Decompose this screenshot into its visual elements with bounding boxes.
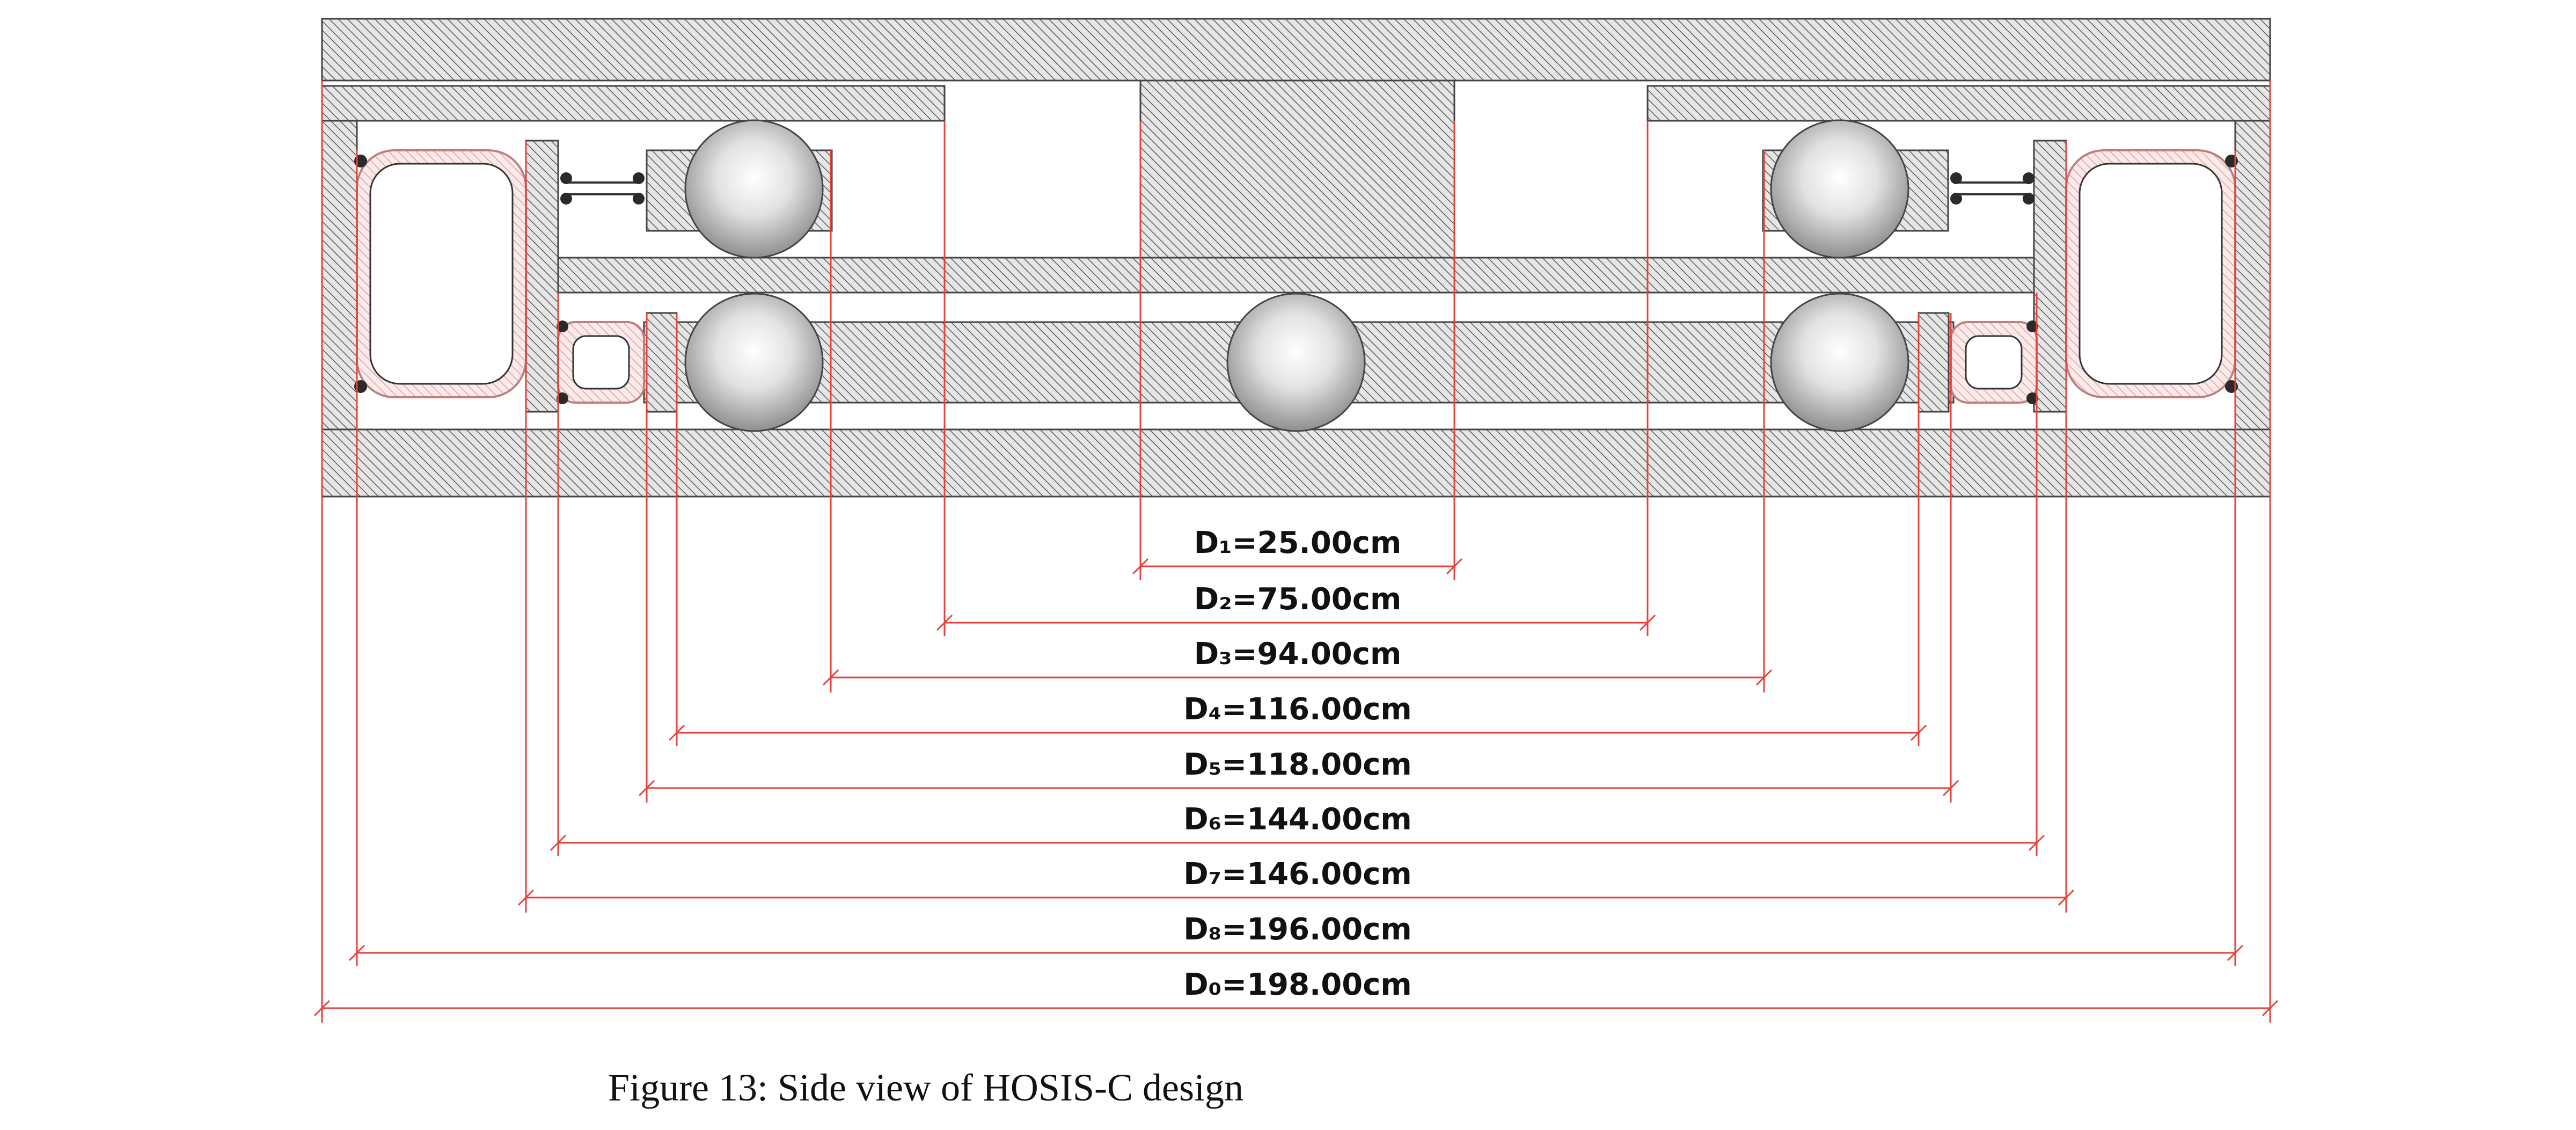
gasket [2026,320,2038,332]
gasket [557,320,568,332]
sphere-upper-right [1770,119,1909,259]
dimension-tick [550,834,567,851]
left-tie-rod [560,172,645,205]
dimension-label: D₂=75.00cm [1194,582,1402,617]
dimension-D3: D₃=94.00cm [822,150,1773,692]
left-post-outer [525,140,559,413]
gasket [557,392,568,404]
dimension-D1: D₁=25.00cm [1132,121,1463,580]
right-tie-rod [1950,172,2035,205]
dimension-tick [1639,614,1656,631]
dimension-tick [936,614,953,631]
dimension-label: D₆=144.00cm [1183,802,1412,837]
dimension-label: D₃=94.00cm [1194,637,1402,672]
dimension-tick [2058,889,2075,906]
dimension-tick [638,779,655,797]
middle-plate [557,257,2040,294]
left-large-pipe-inner [369,163,514,385]
dimension-tick [2028,834,2045,851]
dimension-tick [822,669,839,686]
dimension-label: D₇=146.00cm [1183,857,1412,892]
dimension-lines: D₁=25.00cm D₂=75.00cm D₃=94.00cm D₄=116.… [313,81,2279,1023]
right-large-pipe-inner [2079,163,2223,385]
dimension-tick [1446,558,1463,575]
upper-left-plate [321,85,946,122]
right-small-pipe-inner [1965,335,2023,390]
dimension-tick [1132,558,1149,575]
right-post-inner [1918,312,1950,413]
dimension-tick [517,889,535,906]
left-side-wall [321,120,358,431]
dimension-D8: D₈=196.00cm [348,150,2244,966]
dimension-D0: D₀=198.00cm [313,81,2279,1023]
dimension-tick [2227,944,2244,961]
dimension-tick [1942,779,1959,797]
dimension-label: D₅=118.00cm [1183,747,1412,782]
left-post-inner [646,312,678,413]
dimension-tick [313,1000,331,1017]
dimension-tick [668,724,685,741]
top-slab [321,18,2271,82]
sphere-lower-left [684,293,824,432]
dimension-label: D₄=116.00cm [1183,692,1412,727]
dimension-label: D₁=25.00cm [1194,526,1402,560]
dimension-tick [348,944,365,961]
figure-caption: Figure 13: Side view of HOSIS-C design [608,1066,1243,1109]
dimension-D6: D₆=144.00cm [550,293,2045,856]
sphere-lower-center [1226,293,1366,432]
dimension-label: D₀=198.00cm [1183,967,1412,1002]
sphere-lower-right [1770,293,1909,432]
dimension-tick [1755,669,1773,686]
gasket [2026,392,2038,404]
bottom-slab [321,428,2271,498]
right-post-outer [2033,140,2067,413]
dimension-tick [1910,724,1927,741]
dimension-D4: D₄=116.00cm [668,313,1927,746]
left-small-pipe-inner [572,335,630,390]
structure [321,18,2271,498]
sphere-upper-left [684,119,824,259]
dimension-D5: D₅=118.00cm [638,313,1959,803]
right-side-wall [2234,120,2271,431]
dimension-D2: D₂=75.00cm [936,121,1656,636]
upper-right-plate [1646,85,2271,122]
dimension-tick [2262,1000,2279,1017]
central-column [1139,79,1455,259]
dimension-label: D₈=196.00cm [1183,912,1412,947]
dimension-D7: D₇=146.00cm [517,141,2075,913]
